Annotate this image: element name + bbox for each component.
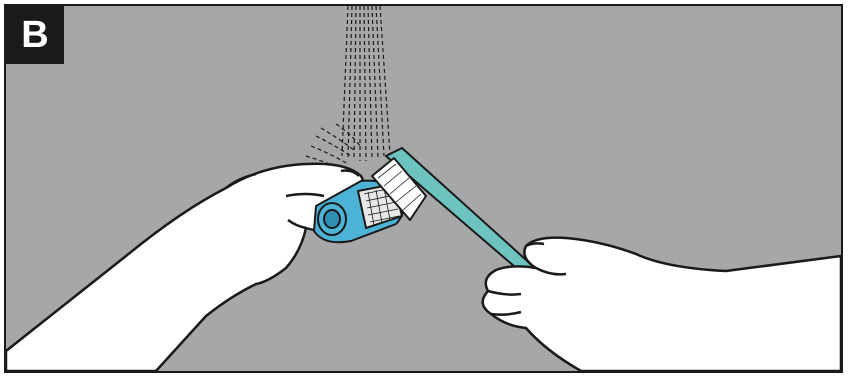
step-badge: B bbox=[6, 6, 64, 64]
cleaning-illustration bbox=[6, 6, 841, 371]
water-stream-icon bbox=[305, 6, 391, 172]
left-hand-icon bbox=[6, 162, 365, 371]
illustration-panel: B bbox=[4, 4, 843, 373]
right-hand-icon bbox=[481, 236, 841, 371]
toothbrush-icon bbox=[371, 147, 567, 305]
filter-screen-icon bbox=[313, 179, 405, 244]
